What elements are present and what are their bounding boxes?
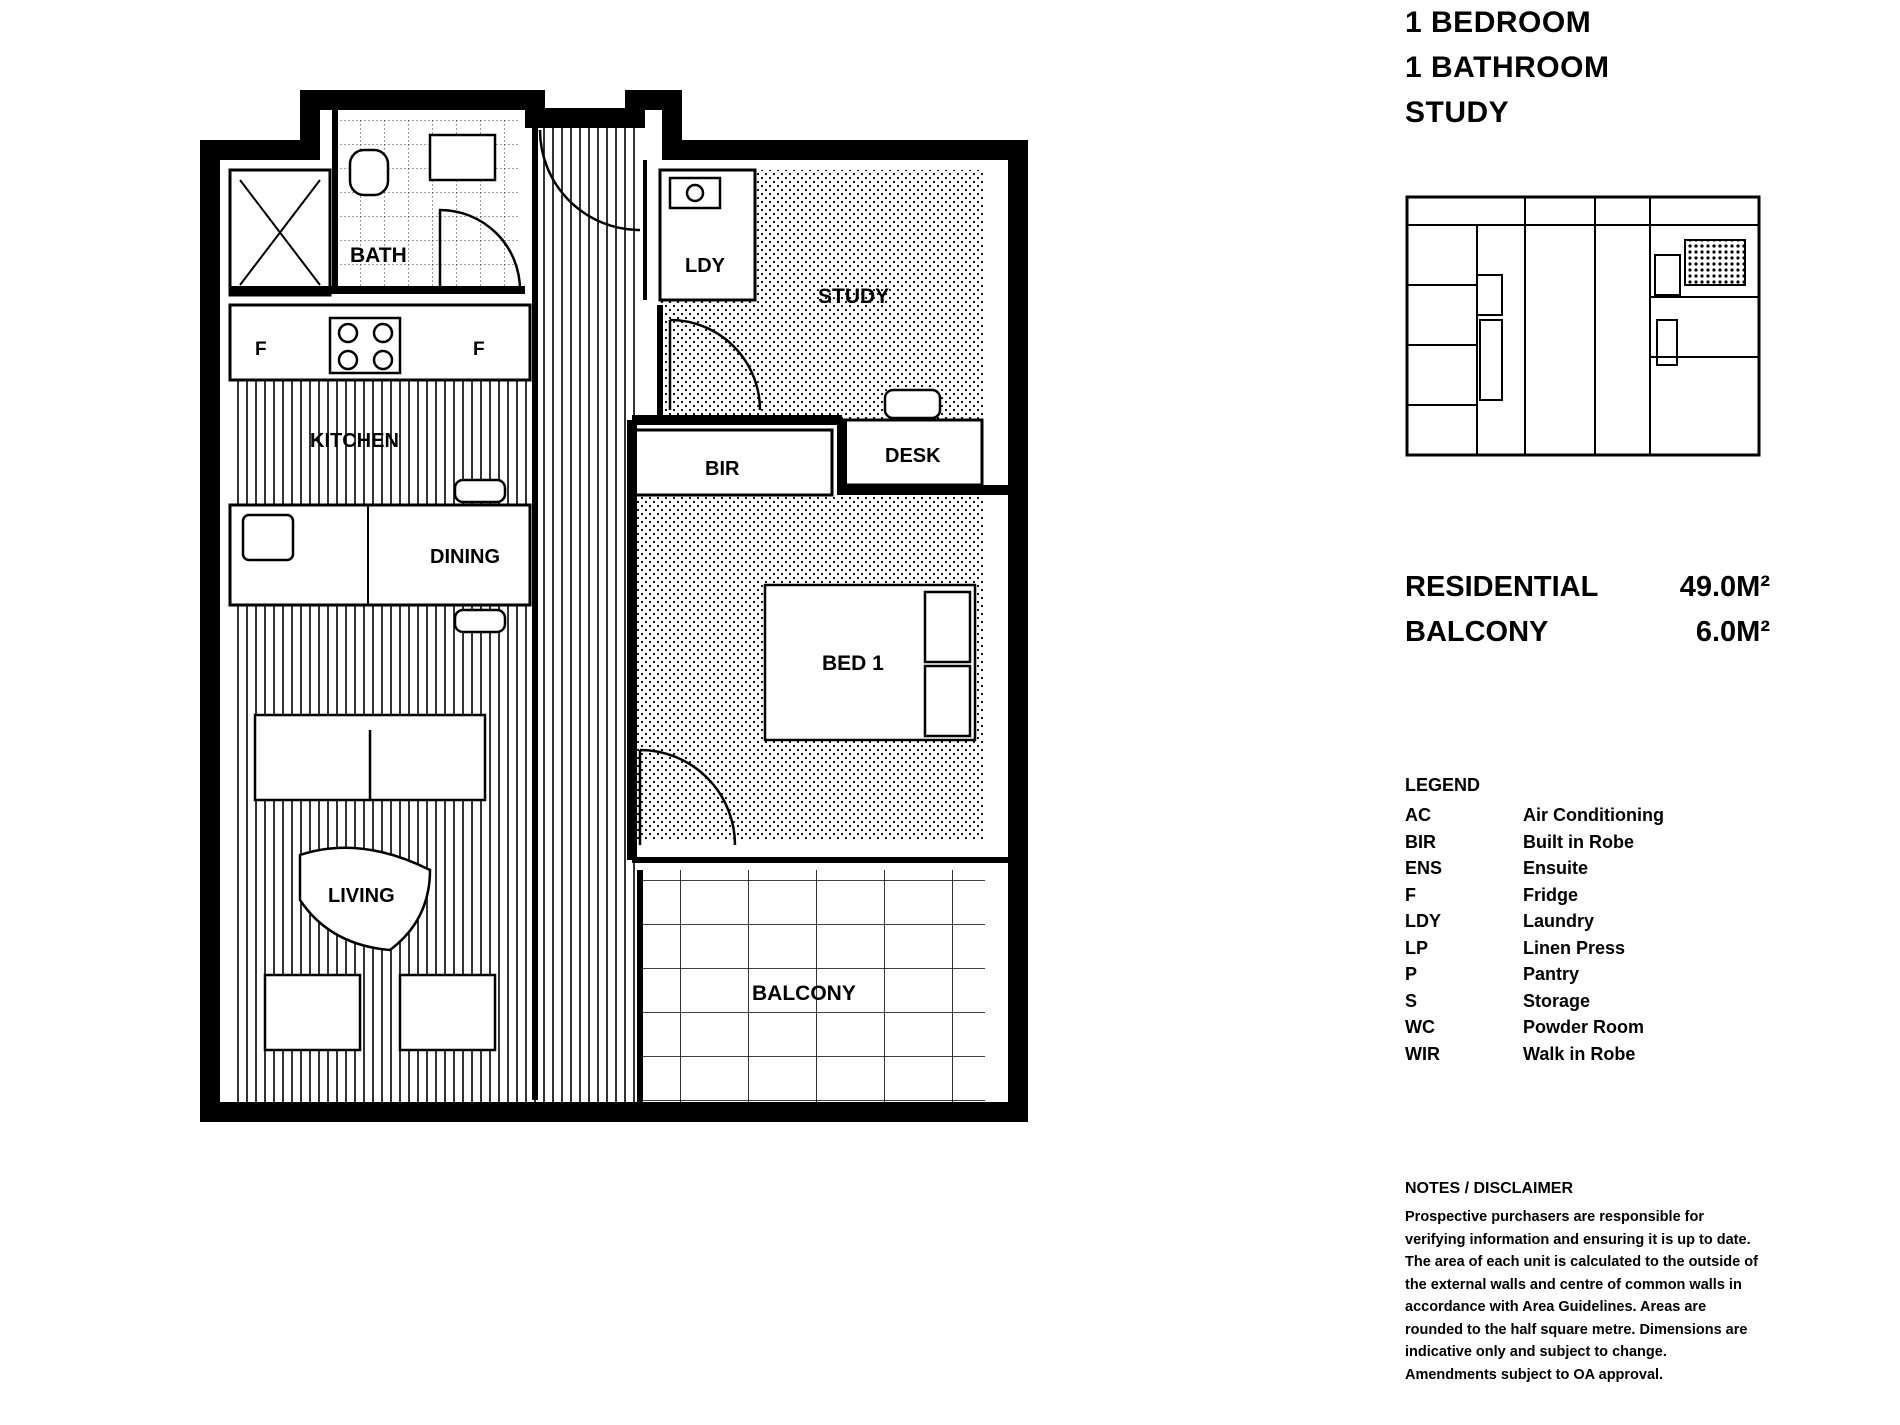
legend-code: ENS bbox=[1405, 858, 1443, 878]
legend-item: F Fridge bbox=[1405, 882, 1745, 909]
armchair-2 bbox=[398, 973, 497, 1052]
pillow-1 bbox=[923, 590, 972, 664]
legend-desc: Pantry bbox=[1523, 964, 1580, 984]
legend-code: P bbox=[1405, 964, 1418, 984]
basin bbox=[428, 133, 497, 182]
legend-code: WIR bbox=[1405, 1043, 1440, 1064]
area-label: RESIDENTIAL bbox=[1405, 571, 1599, 603]
label-bath: BATH bbox=[350, 244, 407, 267]
living-kitchen-floor bbox=[230, 305, 535, 1105]
legend-code: WC bbox=[1405, 1017, 1435, 1037]
legend-desc: Laundry bbox=[1523, 911, 1595, 931]
legend-item: BIR Built in Robe bbox=[1405, 829, 1745, 856]
legend-desc: Ensuite bbox=[1523, 858, 1589, 878]
toilet bbox=[348, 148, 390, 197]
walls bbox=[200, 90, 1028, 1122]
extra-room: STUDY bbox=[1405, 96, 1510, 129]
legend-title: LEGEND bbox=[1405, 775, 1481, 795]
notes-body: Prospective purchasers are responsible f… bbox=[1405, 1209, 1758, 1383]
area-value: 49.0M² bbox=[1679, 571, 1770, 603]
label-study: STUDY bbox=[818, 285, 889, 308]
legend-item: AC Air Conditioning bbox=[1405, 802, 1745, 829]
label-bed: BED 1 bbox=[822, 652, 884, 675]
armchair-1 bbox=[263, 973, 362, 1052]
legend: LEGEND AC Air Conditioning BIR Built in Ro… bbox=[1405, 775, 1745, 1067]
area-label: BALCONY bbox=[1405, 616, 1549, 648]
label-desk: DESK bbox=[885, 445, 941, 467]
legend-item: WIR Walk in Robe bbox=[1405, 1041, 1745, 1068]
legend-code: LDY bbox=[1405, 911, 1441, 931]
legend-item: LDY Laundry bbox=[1405, 908, 1745, 935]
bir-robe bbox=[630, 428, 834, 497]
legend-item: S Storage bbox=[1405, 988, 1745, 1015]
legend-code: BIR bbox=[1405, 831, 1436, 852]
area-row-residential: RESIDENTIAL 49.0M² bbox=[1405, 565, 1770, 610]
area-value: 6.0M² bbox=[1695, 616, 1770, 648]
area-row-balcony: BALCONY 6.0M² bbox=[1405, 610, 1770, 655]
label-balcony: BALCONY bbox=[752, 982, 856, 1005]
legend-desc: Walk in Robe bbox=[1523, 1043, 1636, 1064]
pillow-2 bbox=[923, 664, 972, 738]
bathroom-count: 1 BATHROOM bbox=[1405, 51, 1610, 84]
legend-item: WC Powder Room bbox=[1405, 1014, 1745, 1041]
legend-code: S bbox=[1405, 990, 1418, 1011]
laundry-tub bbox=[668, 176, 722, 210]
legend-item: P Pantry bbox=[1405, 961, 1745, 988]
legend-item: ENS Ensuite bbox=[1405, 855, 1745, 882]
legend-code: F bbox=[1405, 884, 1416, 905]
legend-desc: Built in Robe bbox=[1523, 831, 1634, 852]
balcony-floor bbox=[640, 870, 985, 1105]
floor-plan: BATH LDY STUDY KITCHEN F F BIR DESK DINI… bbox=[200, 90, 1028, 1122]
dining-chair-2 bbox=[453, 608, 507, 634]
legend-desc: Linen Press bbox=[1523, 937, 1626, 958]
label-ldy: LDY bbox=[685, 255, 726, 277]
legend-desc: Air Conditioning bbox=[1523, 805, 1664, 825]
corridor-floor bbox=[535, 118, 635, 1105]
legend-code: LP bbox=[1405, 937, 1429, 958]
key-plan-unit-marker bbox=[1684, 239, 1746, 286]
legend-desc: Powder Room bbox=[1523, 1017, 1645, 1037]
legend-desc: Fridge bbox=[1523, 884, 1579, 905]
key-plan bbox=[1405, 195, 1761, 457]
label-kitchen: KITCHEN bbox=[310, 430, 399, 452]
coffee-table bbox=[298, 846, 432, 952]
label-fridge-2: F bbox=[473, 339, 485, 360]
laundry-tub-drain bbox=[685, 183, 705, 203]
label-living: LIVING bbox=[328, 885, 395, 907]
desk-chair bbox=[883, 388, 942, 420]
legend-code: AC bbox=[1405, 805, 1431, 825]
label-fridge-1: F bbox=[255, 339, 267, 360]
legend-item: LP Linen Press bbox=[1405, 935, 1745, 962]
notes-disclaimer: NOTES / DISCLAIMER Prospective purchaser… bbox=[1405, 1180, 1760, 1386]
label-bir: BIR bbox=[705, 458, 740, 480]
legend-desc: Storage bbox=[1523, 990, 1591, 1011]
dining-chair-1 bbox=[453, 478, 507, 504]
label-dining: DINING bbox=[430, 546, 500, 568]
bedroom-count: 1 BEDROOM bbox=[1405, 6, 1592, 39]
fixtures bbox=[241, 133, 977, 1052]
area-schedule: RESIDENTIAL 49.0M² BALCONY 6.0M² bbox=[1405, 565, 1770, 655]
desk-joinery bbox=[840, 418, 984, 487]
door-swings bbox=[438, 129, 762, 846]
unit-summary: 1 BEDROOM 1 BATHROOM STUDY bbox=[1405, 0, 1609, 135]
sink bbox=[241, 513, 295, 562]
notes-title: NOTES / DISCLAIMER bbox=[1405, 1180, 1574, 1197]
